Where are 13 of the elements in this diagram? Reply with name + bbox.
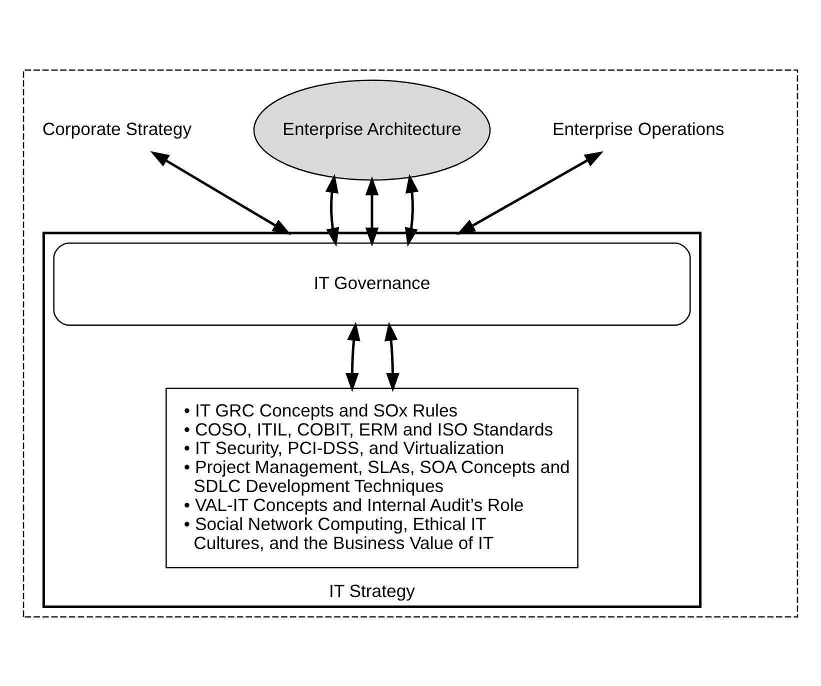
arrow bbox=[150, 150, 292, 234]
arrow bbox=[365, 176, 379, 246]
arrow bbox=[384, 321, 400, 392]
arrow bbox=[456, 150, 604, 234]
arrow bbox=[346, 321, 360, 392]
arrow bbox=[325, 173, 340, 246]
node-box: IT Governance bbox=[53, 242, 691, 326]
node-ellipse: Enterprise Architecture bbox=[253, 79, 491, 180]
node-box: • IT GRC Concepts and SOx Rules • COSO, ITIL, COBIT, ERM and ISO Standards • IT Security, PCI-DSS, and Virtualization • Project Management, SLAs, SOA Concepts and SDLC Development Techniques • VAL-IT Concepts and Internal Audit’s Role • Social Network Computing, Ethical IT Cultures, and the Business Value of IT bbox=[166, 387, 578, 568]
cluster bbox=[22, 69, 798, 617]
node-text: Enterprise Operations bbox=[552, 118, 724, 138]
node-text: Corporate Strategy bbox=[42, 118, 192, 138]
arrow bbox=[404, 173, 419, 246]
